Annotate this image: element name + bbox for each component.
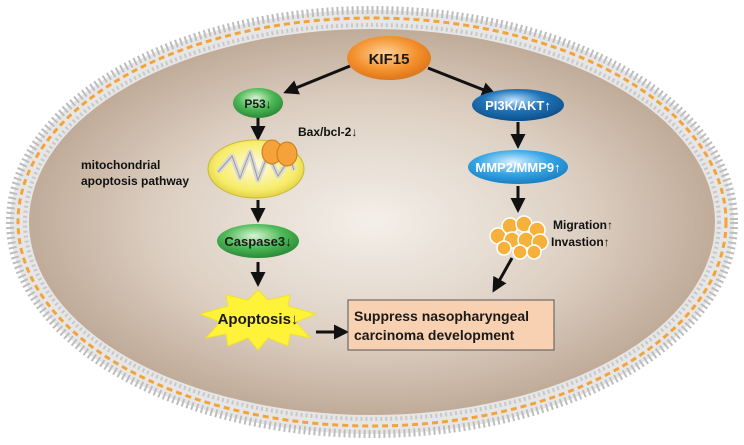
mito-pathway-label-line2: apoptosis pathway	[81, 174, 189, 188]
p53-label: P53↓	[244, 97, 271, 111]
mito-pathway-label-line1: mitochondrial	[81, 158, 160, 172]
arrow-cells-to-outcome	[492, 257, 514, 293]
mmp-node: MMP2/MMP9↑	[468, 150, 568, 184]
outcome-box: Suppress nasopharyngeal carcinoma develo…	[347, 299, 555, 351]
outcome-line1: Suppress nasopharyngeal	[354, 308, 529, 324]
arrow-kif15-to-pi3k	[427, 66, 497, 97]
apoptosis-node: Apoptosis↓	[198, 289, 318, 351]
invasion-label: Invastion↑	[551, 235, 610, 249]
pi3k-akt-node: PI3K/AKT↑	[472, 89, 564, 121]
cell-cluster-icon	[489, 215, 549, 260]
apoptosis-star	[198, 289, 318, 351]
caspase3-label: Caspase3↓	[224, 234, 291, 249]
arrows	[250, 64, 526, 340]
kif15-label: KIF15	[369, 51, 410, 68]
pi3k-akt-label: PI3K/AKT↑	[485, 98, 551, 113]
apoptosis-label: Apoptosis↓	[218, 311, 299, 328]
p53-node: P53↓	[233, 88, 283, 118]
migration-label: Migration↑	[553, 218, 613, 232]
arrow-kif15-to-p53	[283, 64, 351, 95]
bax-bcl2-label: Bax/bcl-2↓	[298, 125, 357, 139]
caspase3-node: Caspase3↓	[217, 224, 299, 258]
outcome-line2: carcinoma development	[354, 327, 515, 343]
bax-bcl2-protein-b	[276, 141, 298, 167]
mitochondrion	[207, 139, 305, 199]
mmp-label: MMP2/MMP9↑	[475, 160, 560, 175]
kif15-node: KIF15	[347, 36, 431, 80]
